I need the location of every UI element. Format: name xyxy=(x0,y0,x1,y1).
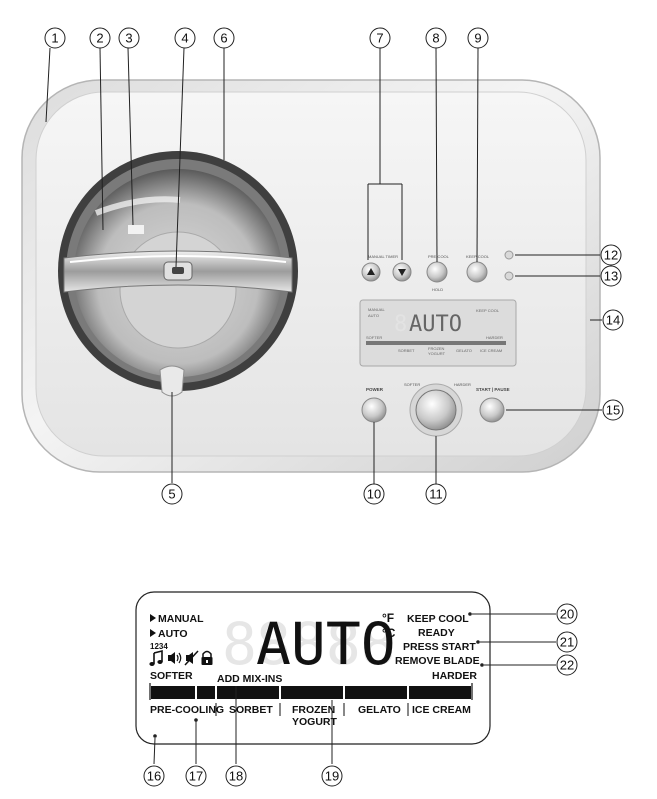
indicator-13 xyxy=(504,271,514,281)
callout-13: 13 xyxy=(604,269,618,284)
auto-arrow-icon xyxy=(150,629,156,637)
callout-6: 6 xyxy=(220,31,227,46)
lcd-ice-cream: ICE CREAM xyxy=(412,704,471,716)
svg-text:8888: 8888 xyxy=(256,610,396,678)
bowl-reflection xyxy=(128,225,144,234)
svg-text:8: 8 xyxy=(394,312,407,337)
lcd-deg-f: °F xyxy=(382,611,394,625)
bar-seg-2 xyxy=(197,686,215,699)
dial-softer-label: SOFTER xyxy=(404,382,420,387)
lcd-leader-lines xyxy=(153,613,556,765)
power-label: POWER xyxy=(366,387,384,392)
appliance-top-view: MANUAL TIMER PRE-COOL HOLD KEEP COOL MAN… xyxy=(21,79,601,473)
callout-18: 18 xyxy=(229,769,243,784)
callout-2: 2 xyxy=(96,31,103,46)
manual-timer-label: MANUAL TIMER xyxy=(368,254,398,259)
lid-bar xyxy=(63,250,293,293)
lcd-auto: AUTO xyxy=(158,628,188,640)
lcd-panel: MANUAL AUTO 1234 8 8888 AUTO °F xyxy=(135,591,491,745)
callout-19: 19 xyxy=(325,769,339,784)
bar-seg-1 xyxy=(151,686,195,699)
top-leader-lines xyxy=(45,47,602,484)
lcd-sorbet: SORBET xyxy=(229,704,273,716)
callout-21: 21 xyxy=(560,635,574,650)
start-pause-button[interactable] xyxy=(479,397,505,423)
mini-harder: HARDER xyxy=(486,335,503,340)
mini-yogurt: YOGURT xyxy=(428,351,446,356)
manual-timer-buttons: MANUAL TIMER xyxy=(361,254,412,282)
callout-10: 10 xyxy=(367,487,381,502)
mini-keep-cool: KEEP COOL xyxy=(476,308,500,313)
lcd-main-text: AUTO xyxy=(256,610,396,678)
lcd-timer-digits: 1234 xyxy=(150,642,168,651)
keep-cool-label: KEEP COOL xyxy=(466,254,490,259)
indicator-12 xyxy=(504,250,514,260)
lcd-keep-cool: KEEP COOL xyxy=(407,613,469,625)
bar-seg-3 xyxy=(217,686,279,699)
top-callouts: 1 2 3 4 6 7 8 9 12 13 14 15 5 10 11 xyxy=(44,27,624,505)
dial-harder-label: HARDER xyxy=(454,382,471,387)
lcd-yogurt: YOGURT xyxy=(292,716,338,728)
music-note-icon xyxy=(149,649,163,666)
start-pause-label: START | PAUSE xyxy=(476,387,510,392)
mini-frozen: FROZEN xyxy=(428,346,445,351)
bar-seg-4 xyxy=(281,686,343,699)
lcd-frozen: FROZEN xyxy=(292,704,335,716)
lcd-remove-blade: REMOVE BLADE xyxy=(395,655,480,667)
callout-12: 12 xyxy=(604,248,618,263)
callout-17: 17 xyxy=(189,769,203,784)
callout-4: 4 xyxy=(181,31,188,46)
arrow-down-icon xyxy=(398,269,406,276)
callout-16: 16 xyxy=(147,769,161,784)
hardness-bar xyxy=(151,686,471,699)
callout-9: 9 xyxy=(474,31,481,46)
lcd-gelato: GELATO xyxy=(358,704,401,716)
bar-seg-6 xyxy=(409,686,471,699)
speaker-on-icon xyxy=(168,652,182,664)
keep-cool-button[interactable] xyxy=(466,261,488,283)
manual-arrow-icon xyxy=(150,614,156,622)
lcd-harder: HARDER xyxy=(432,670,477,682)
hold-label: HOLD xyxy=(432,287,443,292)
callout-1: 1 xyxy=(51,31,58,46)
lcd-manual: MANUAL xyxy=(158,613,204,625)
mini-gelato: GELATO xyxy=(456,348,472,353)
callout-14: 14 xyxy=(606,313,620,328)
mini-ice-cream: ICE CREAM xyxy=(480,348,502,353)
mini-sorbet: SORBET xyxy=(398,348,415,353)
lock-icon xyxy=(201,650,213,665)
mini-main-text: AUTO xyxy=(409,312,462,337)
pre-cool-button[interactable] xyxy=(426,261,448,283)
bar-seg-5 xyxy=(345,686,407,699)
lcd-callouts: 20 21 22 16 17 18 19 xyxy=(143,603,578,787)
callout-11: 11 xyxy=(429,487,443,502)
lcd-deg-c: °C xyxy=(382,626,396,640)
mixing-spout[interactable] xyxy=(159,365,185,397)
pre-cool-label: PRE-COOL xyxy=(428,254,450,259)
callout-5: 5 xyxy=(168,487,175,502)
lcd-press-start: PRESS START xyxy=(403,641,476,653)
power-button[interactable] xyxy=(361,397,387,423)
lcd-pre-cooling: PRE-COOLING xyxy=(150,704,224,716)
lcd-ghost-digit: 8 xyxy=(222,610,257,678)
speaker-mute-icon xyxy=(184,650,199,666)
mini-lcd-display: MANUAL AUTO KEEP COOL 8 AUTO SOFTER HARD… xyxy=(359,299,517,367)
hardness-dial[interactable] xyxy=(415,389,457,431)
callout-8: 8 xyxy=(432,31,439,46)
callout-20: 20 xyxy=(560,607,574,622)
lcd-add-mix-ins: ADD MIX-INS xyxy=(217,673,282,685)
callout-15: 15 xyxy=(606,403,620,418)
mini-manual: MANUAL xyxy=(368,307,385,312)
arrow-up-icon xyxy=(367,268,375,275)
mini-bar xyxy=(366,341,506,345)
mini-softer: SOFTER xyxy=(366,335,382,340)
callout-22: 22 xyxy=(560,658,574,673)
mini-auto: AUTO xyxy=(368,313,379,318)
callout-7: 7 xyxy=(376,31,383,46)
lcd-ready: READY xyxy=(418,627,455,639)
callout-3: 3 xyxy=(125,31,132,46)
lcd-softer: SOFTER xyxy=(150,670,193,682)
